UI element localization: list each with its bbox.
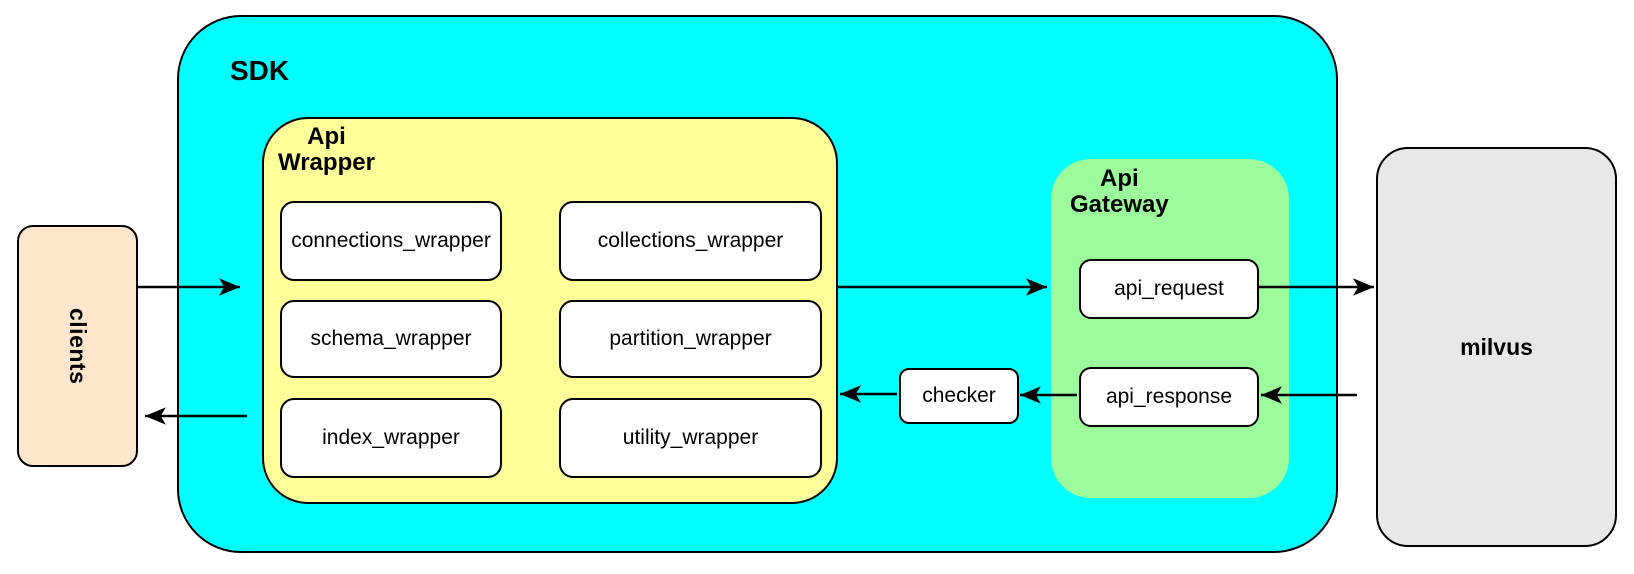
api-gateway-label: Api Gateway	[1070, 166, 1169, 218]
clients-node: clients	[17, 225, 138, 467]
milvus-label: milvus	[1460, 333, 1533, 360]
clients-label: clients	[65, 307, 91, 385]
api-response-node: api_response	[1079, 367, 1259, 427]
api-request-node: api_request	[1079, 259, 1259, 319]
api-wrapper-label: Api Wrapper	[278, 124, 375, 176]
api-wrapper-label-line2: Wrapper	[278, 149, 375, 176]
index-wrapper-node: index_wrapper	[280, 398, 502, 478]
sdk-label: SDK	[230, 55, 290, 86]
connections-wrapper-node: connections_wrapper	[280, 201, 502, 281]
collections-wrapper-node: collections_wrapper	[559, 201, 822, 281]
api-gateway-container: Api Gateway api_request api_response	[1051, 159, 1289, 498]
milvus-node: milvus	[1376, 147, 1617, 547]
partition-wrapper-node: partition_wrapper	[559, 300, 822, 378]
schema-wrapper-node: schema_wrapper	[280, 300, 502, 378]
api-wrapper-label-line1: Api	[307, 123, 346, 150]
api-wrapper-container: Api Wrapper connections_wrapper schema_w…	[262, 117, 838, 504]
checker-node: checker	[899, 368, 1019, 424]
api-gateway-label-line2: Gateway	[1070, 191, 1169, 218]
api-gateway-label-line1: Api	[1100, 165, 1139, 192]
sdk-container: SDK Api Wrapper connections_wrapper sche…	[177, 15, 1338, 553]
utility-wrapper-node: utility_wrapper	[559, 398, 822, 478]
